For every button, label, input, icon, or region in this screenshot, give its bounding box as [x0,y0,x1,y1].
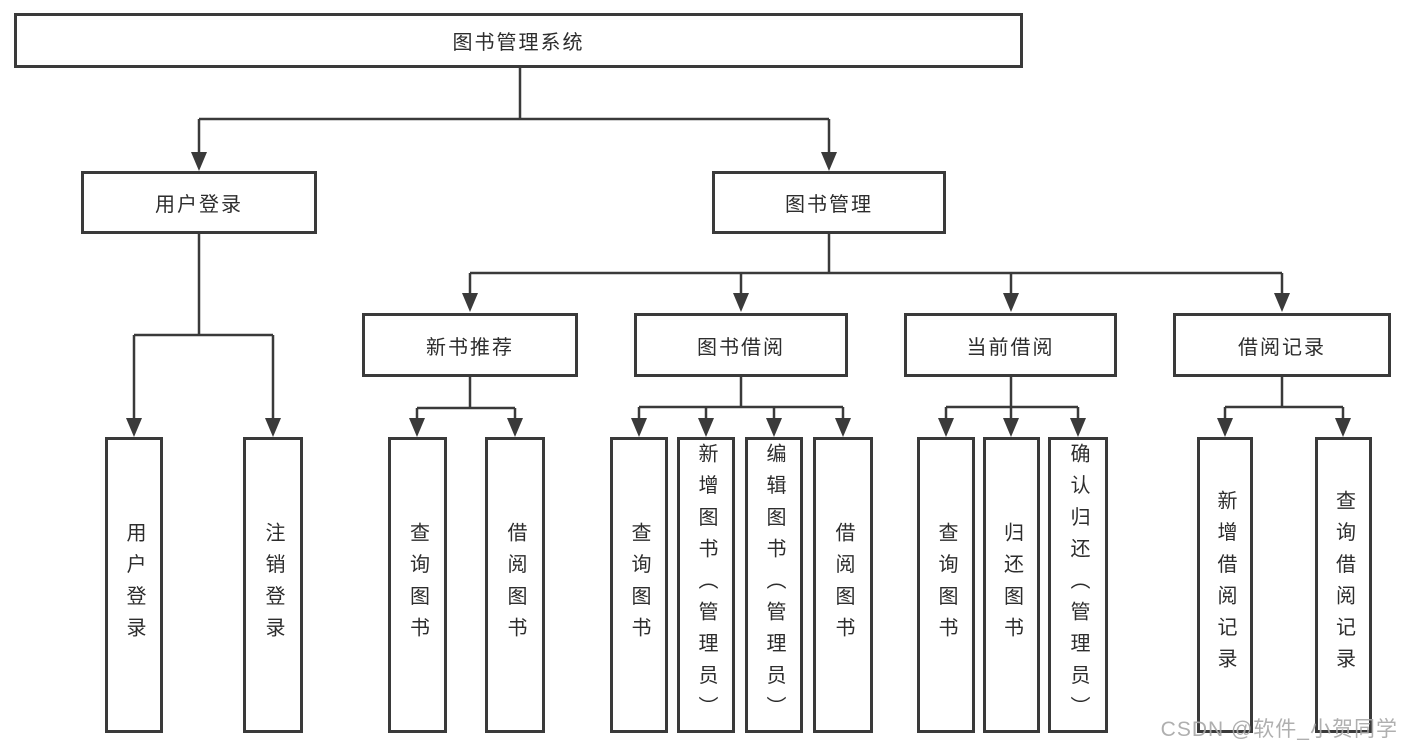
leaf-br-add-record: 新增借阅记录 [1197,437,1253,733]
leaf-bb-add-books-admin-label: 新增图书（管理员） [695,442,717,728]
leaf-user-login: 用户登录 [105,437,163,733]
leaf-nb-query-books: 查询图书 [388,437,447,733]
connector-new-book-children [409,377,523,437]
node-borrowing-records: 借阅记录 [1173,313,1391,377]
connector-book-borrowing-children [631,377,851,437]
connector-borrowing-records-children [1217,377,1351,437]
leaf-nb-borrow-books: 借阅图书 [485,437,545,733]
node-new-book-recommend-label: 新书推荐 [426,336,514,359]
leaf-br-query-record: 查询借阅记录 [1315,437,1372,733]
leaf-cb-query-books-label: 查询图书 [935,521,957,649]
leaf-bb-borrow-books-label: 借阅图书 [832,521,854,649]
node-user-login: 用户登录 [81,171,317,234]
leaf-cb-confirm-return-admin: 确认归还（管理员） [1048,437,1108,733]
node-book-management-label: 图书管理 [785,194,873,216]
leaf-logout: 注销登录 [243,437,303,733]
leaf-bb-query-books: 查询图书 [610,437,668,733]
node-user-login-label: 用户登录 [155,194,243,216]
leaf-cb-return-books-label: 归还图书 [1000,521,1023,649]
connector-book-management-children [462,234,1290,312]
leaf-br-add-record-label: 新增借阅记录 [1214,490,1236,680]
node-root: 图书管理系统 [14,13,1023,68]
leaf-cb-return-books: 归还图书 [983,437,1040,733]
connector-user-login-children [126,233,281,437]
node-current-borrowing-label: 当前借阅 [966,336,1055,359]
leaf-bb-add-books-admin: 新增图书（管理员） [677,437,735,733]
node-borrowing-records-label: 借阅记录 [1238,336,1326,359]
connector-root-to-level2 [191,68,837,171]
leaf-bb-edit-books-admin-label: 编辑图书（管理员） [763,442,785,728]
leaf-bb-edit-books-admin: 编辑图书（管理员） [745,437,803,733]
leaf-br-query-record-label: 查询借阅记录 [1332,490,1355,680]
node-book-borrowing: 图书借阅 [634,313,848,377]
leaf-bb-query-books-label: 查询图书 [628,521,650,649]
node-root-label: 图书管理系统 [452,32,585,54]
leaf-cb-query-books: 查询图书 [917,437,975,733]
leaf-user-login-label: 用户登录 [123,521,145,649]
node-new-book-recommend: 新书推荐 [362,313,578,377]
node-book-management: 图书管理 [712,171,946,234]
leaf-nb-borrow-books-label: 借阅图书 [504,521,526,649]
csdn-watermark: CSDN @软件_小贺同学 [1160,718,1398,741]
leaf-cb-confirm-return-admin-label: 确认归还（管理员） [1067,442,1089,728]
leaf-logout-label: 注销登录 [262,521,284,649]
node-current-borrowing: 当前借阅 [904,313,1117,377]
leaf-bb-borrow-books: 借阅图书 [813,437,873,733]
leaf-nb-query-books-label: 查询图书 [406,521,429,649]
node-book-borrowing-label: 图书借阅 [697,336,785,359]
connector-current-borrowing-children [938,377,1086,437]
